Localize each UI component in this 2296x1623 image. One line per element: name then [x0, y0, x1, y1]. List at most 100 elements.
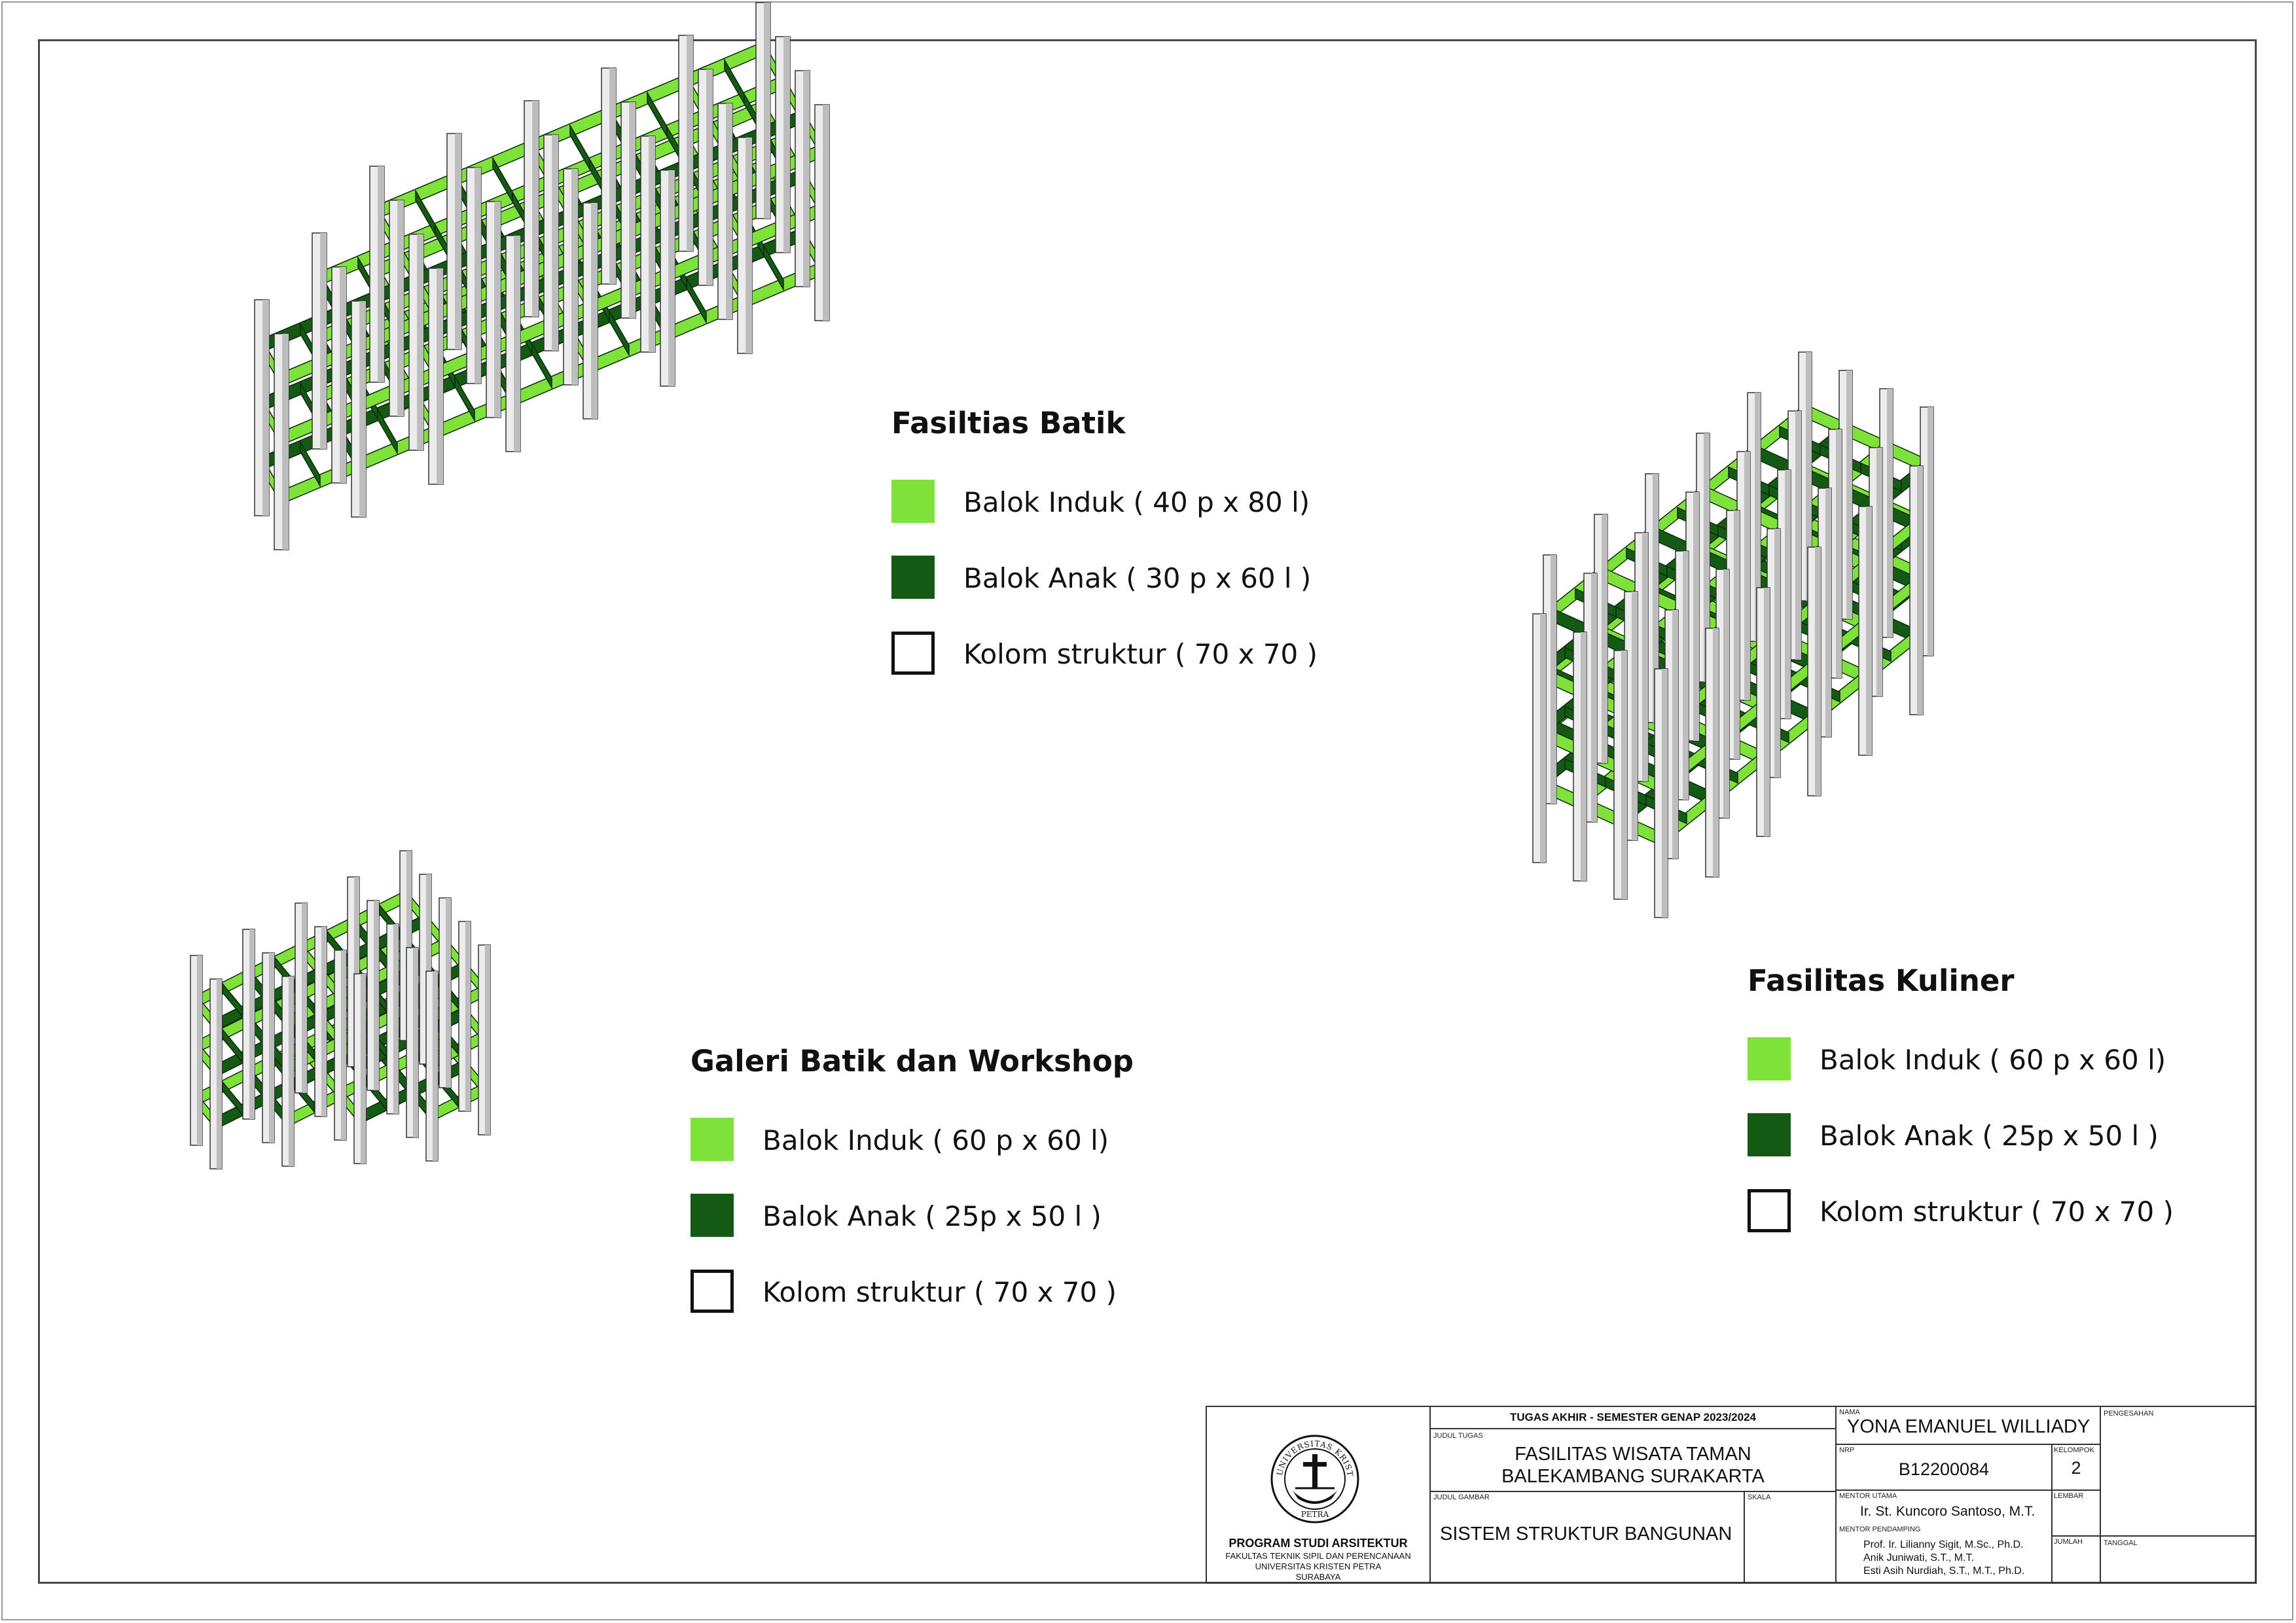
judul-gambar-label: JUDUL GAMBAR: [1433, 1493, 1490, 1501]
kolom-column-shade: [288, 976, 294, 1166]
kolom-column-shade: [1764, 588, 1770, 836]
kolom-column-shade: [445, 898, 451, 1088]
kolom-column-shade: [1917, 466, 1923, 715]
university-seal-icon: UNIVERSITAS KRISTEN PETRA: [1269, 1433, 1359, 1524]
kolom-swatch: [691, 1270, 734, 1313]
university-name: UNIVERSITAS KRISTEN PETRA: [1255, 1561, 1382, 1571]
city-name: SURABAYA: [1295, 1572, 1341, 1582]
kolom-column-shade: [1581, 632, 1587, 881]
kolom-column-shade: [1887, 389, 1893, 637]
legend-title: Fasiltias Batik: [891, 406, 1126, 440]
kolom-column-shade: [1723, 569, 1729, 818]
kolom-column-shade: [437, 268, 443, 484]
frame-group: [254, 2, 830, 550]
legend-label: Kolom struktur ( 70 x 70 ): [762, 1276, 1117, 1308]
kolom-column-shade: [514, 236, 520, 452]
kolom-column-shade: [1755, 393, 1761, 641]
balok-induk-swatch: [891, 480, 935, 523]
legend-label: Balok Anak ( 25p x 50 l ): [1820, 1120, 2159, 1152]
kolom-column-shade: [649, 136, 655, 352]
kolom-column-shade: [783, 37, 790, 253]
balok-anak-beam: [492, 156, 513, 204]
kolom-column-shade: [823, 105, 829, 321]
tanggal-label: TANGGAL: [2104, 1539, 2138, 1547]
kolom-column-shade: [1928, 407, 1933, 656]
legend-title: Fasilitas Kuliner: [1748, 963, 2015, 998]
mentor-pendamping-label: MENTOR PENDAMPING: [1839, 1525, 1921, 1533]
jumlah-label: JUMLAH: [2054, 1538, 2083, 1546]
structure-model-galeri-batik: [190, 850, 491, 1169]
faculty-name: FAKULTAS TEKNIK SIPIL DAN PERENCANAAN: [1225, 1551, 1411, 1561]
balok-anak-beam: [415, 188, 436, 237]
kolom-column-shade: [1632, 592, 1638, 840]
kolom-column-shade: [393, 924, 399, 1114]
drawing-frame: [38, 39, 2257, 1584]
legend-label: Balok Induk ( 60 p x 60 l): [762, 1124, 1109, 1156]
balok-anak-swatch: [891, 556, 935, 599]
kolom-column-shade: [1621, 651, 1627, 899]
kolom-column-shade: [216, 979, 222, 1169]
kolom-column-shade: [417, 234, 423, 450]
kelompok-label: KELOMPOK: [2054, 1446, 2094, 1454]
kolom-swatch: [891, 632, 935, 675]
kolom-column-shade: [340, 950, 346, 1140]
kolom-column-shade: [629, 102, 636, 318]
assignment-header: TUGAS AKHIR - SEMESTER GENAP 2023/2024: [1509, 1411, 1756, 1423]
kolom-column-shade: [552, 135, 558, 351]
legend-title: Galeri Batik dan Workshop: [691, 1044, 1134, 1079]
mentor-utama-label: MENTOR UTAMA: [1839, 1492, 1897, 1500]
kolom-column-shade: [196, 955, 202, 1145]
student-nrp: B12200084: [1898, 1459, 1990, 1479]
kolom-column-shade: [803, 71, 810, 287]
kolom-column-shade: [1815, 547, 1821, 796]
kolom-column-shade: [475, 168, 481, 383]
judul-tugas-line2: BALEKAMBANG SURAKARTA: [1501, 1466, 1765, 1487]
kolom-column-shade: [249, 929, 255, 1119]
kelompok-number: 2: [2071, 1458, 2081, 1478]
kolom-column-shade: [745, 137, 752, 353]
legend-label: Kolom struktur ( 70 x 70 ): [963, 638, 1318, 670]
judul-tugas-label: JUDUL TUGAS: [1433, 1432, 1483, 1440]
balok-anak-beam: [300, 440, 321, 488]
kolom-column-shade: [1672, 610, 1678, 859]
student-name: YONA EMANUEL WILLIADY: [1847, 1416, 2090, 1437]
kolom-column-shade: [1846, 370, 1852, 619]
kolom-column-shade: [1602, 514, 1607, 763]
kolom-column-shade: [571, 169, 578, 385]
svg-text:PETRA: PETRA: [1301, 1510, 1329, 1519]
title-block: UNIVERSITAS KRISTEN PETRA PROGRAM STUDI …: [1206, 1406, 2257, 1584]
frame-group: [1532, 351, 1934, 918]
kolom-column-shade: [268, 953, 274, 1143]
kolom-column-shade: [378, 166, 384, 382]
kolom-column-shade: [591, 203, 598, 419]
kolom-column-shade: [726, 103, 732, 319]
kolom-column-shade: [706, 69, 713, 285]
balok-anak-beam: [647, 90, 668, 139]
kolom-column-shade: [320, 233, 327, 449]
judul-tugas-line1: FASILITAS WISATA TAMAN: [1515, 1444, 1751, 1465]
legend-label: Balok Anak ( 30 p x 60 l ): [963, 562, 1312, 594]
kolom-column-shade: [340, 267, 346, 483]
lembar-label: LEMBAR: [2054, 1492, 2084, 1500]
structure-model-fasilitas-batik: [254, 2, 830, 550]
kolom-column-shade: [1642, 533, 1648, 781]
kolom-column-shade: [465, 921, 471, 1111]
kolom-column-shade: [432, 971, 438, 1161]
kolom-column-shade: [1795, 411, 1801, 660]
legend-label: Kolom struktur ( 70 x 70 ): [1820, 1196, 2174, 1228]
balok-anak-beam: [222, 1028, 243, 1063]
kolom-column-shade: [1551, 555, 1556, 804]
balok-anak-beam: [222, 982, 243, 1018]
frame-group: [190, 850, 491, 1169]
kolom-column-shade: [353, 877, 359, 1067]
balok-induk-swatch: [1748, 1037, 1791, 1080]
nama-label: NAMA: [1839, 1408, 1860, 1416]
kolom-column-shade: [1876, 448, 1882, 696]
kolom-column-shade: [425, 874, 431, 1064]
kolom-column-shade: [687, 35, 693, 251]
balok-induk-swatch: [691, 1118, 734, 1161]
kolom-column-shade: [1683, 551, 1689, 800]
kolom-column-shade: [1774, 529, 1780, 777]
kolom-column-shade: [1540, 614, 1546, 863]
